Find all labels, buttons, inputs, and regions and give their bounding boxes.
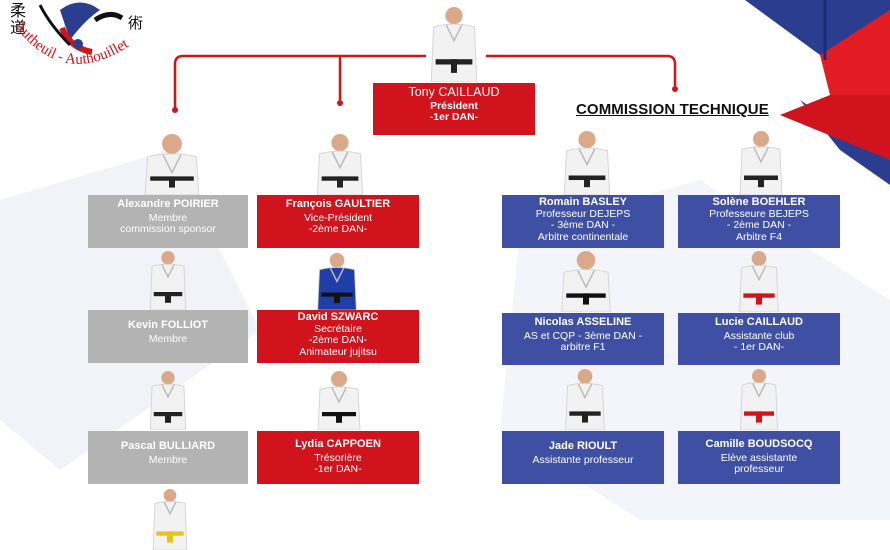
technical-name: Romain BASLEY: [538, 196, 627, 208]
technical-line: professeur: [734, 463, 784, 475]
board-line: Animateur jujitsu: [299, 345, 377, 358]
board-card: François GAULTIER Vice-Président -2ème D…: [257, 195, 419, 248]
member-line: Membre: [148, 453, 188, 466]
president-card: Tony CAILLAUD Président -1er DAN-: [373, 83, 535, 135]
technical-line: Elève assistante: [720, 451, 798, 464]
commission-title: COMMISSION TECHNIQUE: [576, 101, 769, 118]
board-line: -2ème DAN-: [308, 223, 368, 235]
judoka-photo: [317, 371, 361, 430]
board-line: Vice-Président: [303, 211, 373, 224]
technical-name: Lucie CAILLAUD: [715, 316, 803, 328]
judoka-photo: [149, 371, 187, 430]
president-grade: -1er DAN-: [429, 111, 479, 123]
technical-line: AS et CQP - 3ème DAN -: [523, 329, 643, 342]
technical-card: Solène BOEHLER Professeure BEJEPS - 2ème…: [678, 195, 840, 248]
member-card: Pascal BULLIARD Membre: [88, 431, 248, 484]
technical-line: Professeure BEJEPS: [709, 207, 809, 220]
technical-line: arbitre F1: [560, 341, 606, 353]
technical-card: Nicolas ASSELINE AS et CQP - 3ème DAN - …: [502, 313, 664, 365]
member-card: Alexandre POIRIER Membre commission spon…: [88, 195, 248, 248]
technical-line: - 2ème DAN -: [726, 219, 792, 231]
technical-name: Camille BOUDSOCQ: [705, 438, 813, 450]
club-logo: 柔道 術 Autheuil - Authouillet: [0, 0, 160, 85]
member-name: Alexandre POIRIER: [117, 198, 219, 210]
technical-line: Professeur DEJEPS: [535, 207, 631, 220]
judoka-photo: [561, 251, 611, 312]
technical-line: Assistante club: [723, 329, 795, 342]
technical-line: - 1er DAN-: [733, 341, 785, 353]
logo-kanji-right: 術: [128, 14, 144, 32]
technical-card: Lucie CAILLAUD Assistante club - 1er DAN…: [678, 313, 840, 365]
member-line: Membre: [148, 211, 188, 224]
judoka-photo: [149, 251, 187, 310]
president-name: Tony CAILLAUD: [408, 85, 500, 99]
technical-name: Jade RIOULT: [548, 440, 618, 452]
member-card: Kevin FOLLIOT Membre: [88, 310, 248, 363]
member-line: commission sponsor: [120, 223, 216, 235]
judoka-photo: [739, 251, 779, 312]
president-role: Président: [430, 99, 478, 112]
judoka-photo: [740, 369, 778, 430]
technical-line: Arbitre continentale: [537, 230, 629, 243]
member-name: Pascal BULLIARD: [120, 440, 216, 452]
technical-line: Assistante professeur: [532, 453, 634, 466]
logo-text-arc: Autheuil - Authouillet: [11, 18, 132, 68]
judoka-photo: [316, 134, 364, 195]
judoka-photo: [739, 131, 783, 195]
logo-kanji-left: 柔道: [10, 1, 27, 37]
board-card: Lydia CAPPOEN Trésorière -1er DAN-: [257, 431, 419, 484]
judoka-photo: [565, 369, 605, 430]
technical-name: Solène BOEHLER: [712, 196, 806, 208]
technical-card: Camille BOUDSOCQ Elève assistante profes…: [678, 431, 840, 484]
member-line: Membre: [148, 332, 188, 345]
board-line: Trésorière: [314, 451, 362, 464]
technical-card: Jade RIOULT Assistante professeur: [502, 431, 664, 484]
judoka-photo: [430, 7, 478, 82]
board-name: Lydia CAPPOEN: [295, 438, 381, 450]
judoka-photo: [152, 489, 188, 550]
board-line: -2ème DAN-: [308, 334, 368, 346]
member-name: Kevin FOLLIOT: [127, 319, 209, 331]
board-line: Secrétaire: [314, 322, 362, 335]
technical-line: Arbitre F4: [735, 230, 783, 243]
judoka-photo: [563, 131, 611, 195]
board-name: David SZWARC: [297, 311, 379, 323]
logo-emblem-icon: [38, 2, 124, 55]
technical-card: Romain BASLEY Professeur DEJEPS - 3ème D…: [502, 195, 664, 248]
technical-line: - 3ème DAN -: [550, 219, 616, 231]
judoka-photo: [317, 253, 357, 310]
board-card: David SZWARC Secrétaire -2ème DAN- Anima…: [257, 310, 419, 363]
board-line: -1er DAN-: [314, 463, 362, 475]
judoka-photo: [144, 134, 200, 195]
board-name: François GAULTIER: [285, 198, 391, 210]
technical-name: Nicolas ASSELINE: [534, 316, 632, 328]
